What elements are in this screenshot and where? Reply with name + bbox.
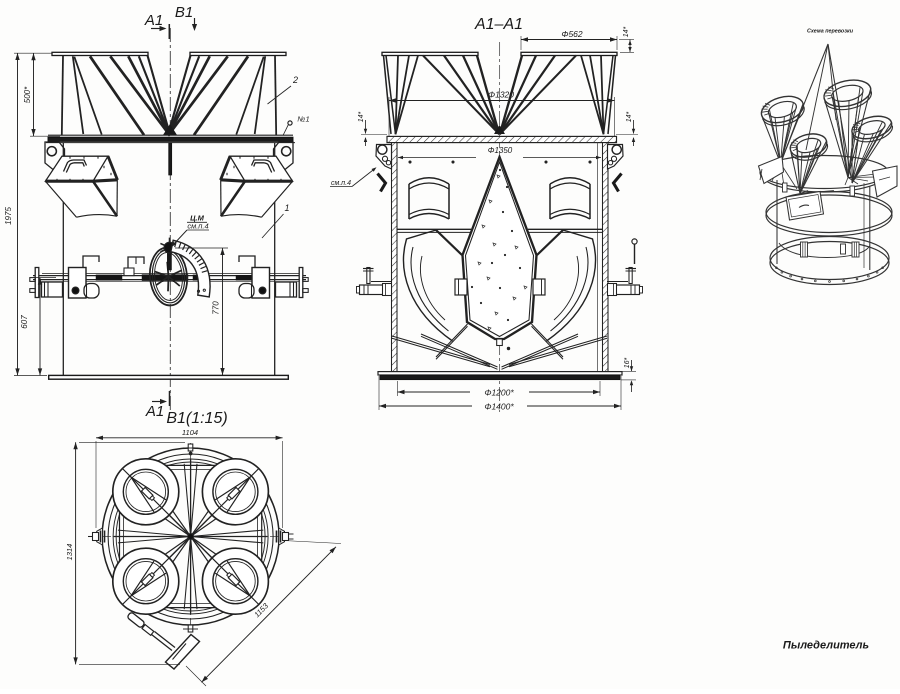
svg-text:Схема перевозки: Схема перевозки <box>807 29 854 35</box>
svg-text:14*: 14* <box>623 26 630 37</box>
svg-text:1104: 1104 <box>182 428 198 437</box>
svg-text:1314: 1314 <box>65 544 74 561</box>
svg-text:16*: 16* <box>624 357 631 368</box>
svg-text:14*: 14* <box>358 111 365 122</box>
svg-text:Пыледелитель: Пыледелитель <box>783 640 869 652</box>
svg-text:A1: A1 <box>145 403 164 420</box>
svg-text:2: 2 <box>292 75 298 85</box>
svg-text:500*: 500* <box>23 86 32 103</box>
svg-text:1975: 1975 <box>4 207 13 225</box>
svg-text:А1–А1: А1–А1 <box>474 16 523 33</box>
svg-text:607: 607 <box>20 315 29 329</box>
svg-text:Φ562: Φ562 <box>561 29 583 39</box>
svg-text:B1(1:15): B1(1:15) <box>166 410 227 427</box>
svg-text:770: 770 <box>212 301 221 315</box>
svg-text:14*: 14* <box>626 111 633 122</box>
svg-text:Φ1320: Φ1320 <box>488 90 514 100</box>
svg-text:см.п.4: см.п.4 <box>187 222 208 231</box>
svg-text:Φ1350: Φ1350 <box>488 146 513 155</box>
svg-text:см.п.4: см.п.4 <box>331 180 351 187</box>
svg-text:1: 1 <box>284 203 289 213</box>
svg-text:B1: B1 <box>175 4 193 21</box>
svg-text:Φ1200*: Φ1200* <box>484 388 514 398</box>
svg-text:Φ1400*: Φ1400* <box>484 402 514 412</box>
svg-text:№1: №1 <box>297 115 309 124</box>
